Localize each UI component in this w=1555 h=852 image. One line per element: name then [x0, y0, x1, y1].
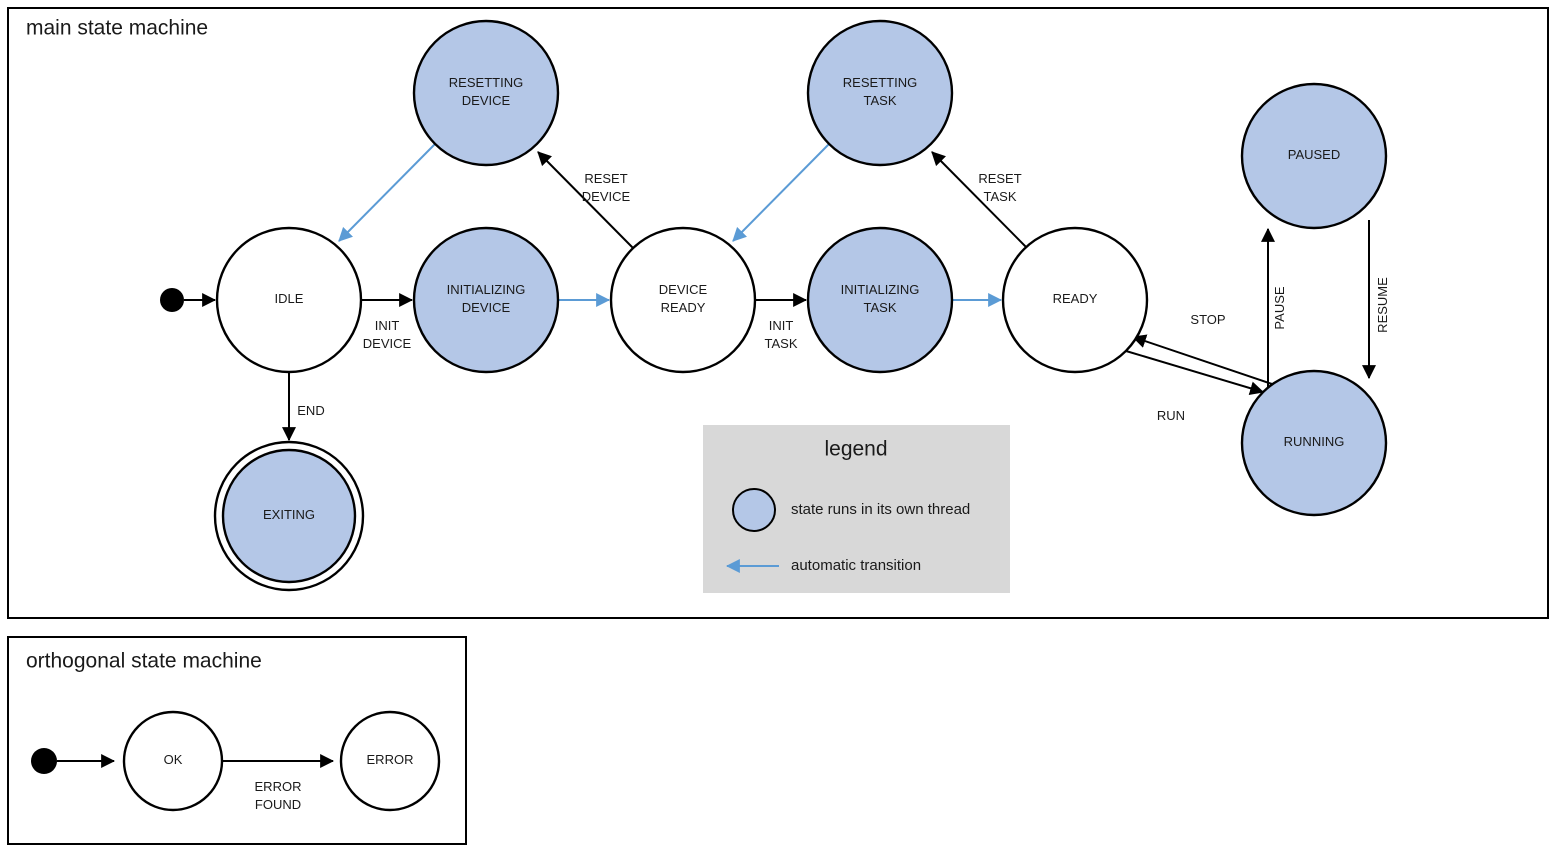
t-idle-exiting-label: END [297, 403, 324, 418]
transition-t-paused-running[interactable]: RESUME [1362, 220, 1390, 380]
t-resetdev-idle-line [338, 143, 436, 242]
state-device-ready-shape [609, 226, 757, 374]
state-exiting-final-ring [213, 440, 365, 592]
t-running-ready-line [1131, 334, 1273, 385]
state-initializing-task-shape [806, 226, 954, 374]
t-running-paused-label: PAUSE [1272, 286, 1287, 329]
state-ready-shape [1001, 226, 1149, 374]
state-resetting-device-shape [412, 19, 560, 167]
transition-t-ready-running[interactable]: RUN [1125, 350, 1265, 423]
state-ready[interactable]: READY [1001, 226, 1149, 374]
legend-thread-label: state runs in its own thread [791, 501, 970, 518]
legend-thread-swatch-icon [732, 488, 776, 532]
transition-t-resettask-devready[interactable] [732, 143, 830, 242]
state-ok-label: OK [164, 752, 183, 767]
state-paused[interactable]: PAUSED [1240, 82, 1388, 230]
state-error-label: ERROR [367, 752, 414, 767]
transition-t-running-ready[interactable]: STOP [1131, 312, 1273, 385]
main-start-initial-state-icon [160, 288, 184, 312]
transition-t-resetdev-idle[interactable] [338, 143, 436, 242]
state-initializing-device-shape [412, 226, 560, 374]
state-error-shape [339, 710, 441, 812]
state-error[interactable]: ERROR [339, 710, 441, 812]
legend-auto-label: automatic transition [791, 557, 921, 574]
state-idle-label: IDLE [275, 291, 304, 306]
main-frame-title: main state machine [26, 17, 208, 40]
t-devready-resetdev-line [537, 151, 635, 250]
t-resettask-devready-line [732, 143, 830, 242]
legend-layer: legend state runs in its own thread automa… [703, 425, 1010, 593]
state-idle-shape [215, 226, 363, 374]
t-paused-running-label: RESUME [1375, 277, 1390, 333]
state-idle[interactable]: IDLE [215, 226, 363, 374]
state-resetting-task-shape [806, 19, 954, 167]
state-running[interactable]: RUNNING [1240, 369, 1388, 517]
state-running-shape [1240, 369, 1388, 517]
orthogonal-frame-title: orthogonal state machine [26, 650, 262, 673]
state-ok-shape [122, 710, 224, 812]
state-exiting-shape [221, 448, 357, 584]
t-ready-running-label: RUN [1157, 408, 1185, 423]
state-ready-label: READY [1053, 291, 1098, 306]
state-paused-label: PAUSED [1288, 147, 1341, 162]
t-running-ready-label: STOP [1190, 312, 1225, 327]
state-ok[interactable]: OK [122, 710, 224, 812]
state-exiting-label: EXITING [263, 507, 315, 522]
t-ready-resettask-line [931, 151, 1029, 250]
t-ready-running-line [1125, 350, 1265, 396]
state-exiting[interactable]: EXITING [213, 440, 365, 592]
transition-t-running-paused[interactable]: PAUSE [1261, 227, 1287, 387]
state-paused-shape [1240, 82, 1388, 230]
legend-title: legend [824, 438, 887, 461]
state-running-label: RUNNING [1284, 434, 1345, 449]
legend: legend state runs in its own thread automa… [703, 425, 1010, 593]
transition-t-idle-exiting[interactable]: END [282, 372, 325, 442]
orthogonal-start-initial-state-icon [31, 748, 57, 774]
